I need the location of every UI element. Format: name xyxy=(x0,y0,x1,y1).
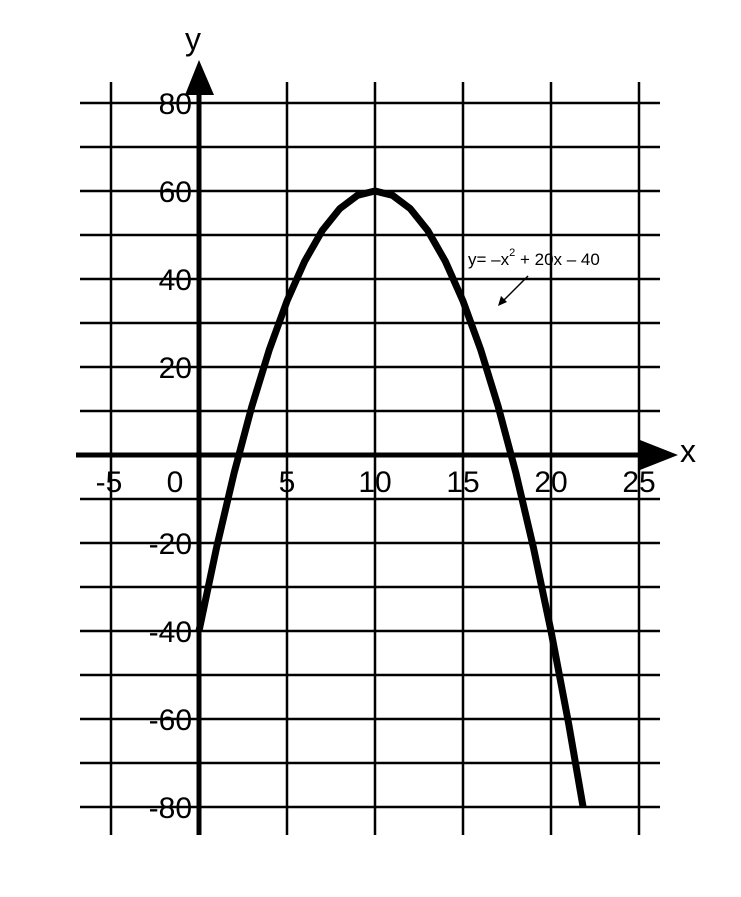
svg-text:y= –x2 + 20x – 40: y= –x2 + 20x – 40 xyxy=(468,247,600,269)
x-tick-label: 10 xyxy=(358,466,391,499)
axes xyxy=(76,60,678,835)
y-tick-label: -20 xyxy=(149,528,192,561)
parabola-curve xyxy=(195,187,587,808)
equation-prefix: y= –x xyxy=(468,250,510,269)
y-axis-label: y xyxy=(185,21,201,57)
y-tick-label: -60 xyxy=(149,704,192,737)
y-axis-arrowhead xyxy=(185,60,214,95)
y-tick-label: 20 xyxy=(159,352,192,385)
y-tick-label: 80 xyxy=(159,88,192,121)
y-tick-label: -80 xyxy=(149,792,192,825)
annotation-arrowhead xyxy=(498,296,507,306)
annotation-arrow xyxy=(501,275,529,303)
y-tick-label: 40 xyxy=(159,264,192,297)
curve-layer xyxy=(195,187,587,808)
x-tick-label: 5 xyxy=(279,466,296,499)
x-axis-label: x xyxy=(680,433,696,469)
equation-annotation: y= –x2 + 20x – 40 xyxy=(468,247,600,306)
x-tick-label: 20 xyxy=(534,466,567,499)
equation-exponent: 2 xyxy=(509,247,515,259)
y-tick-label: 60 xyxy=(159,176,192,209)
x-tick-label: 0 xyxy=(167,466,184,499)
equation-suffix: + 20x – 40 xyxy=(515,250,600,269)
x-tick-label: 15 xyxy=(446,466,479,499)
y-tick-label: -40 xyxy=(149,616,192,649)
x-axis-arrowhead xyxy=(640,440,678,470)
tick-labels: -5 0 5 10 15 20 25 80 60 40 20 -20 -40 -60 -80 xyxy=(96,88,656,825)
x-tick-label: 25 xyxy=(622,466,655,499)
grid-lines xyxy=(80,82,660,835)
x-tick-label: -5 xyxy=(96,466,123,499)
